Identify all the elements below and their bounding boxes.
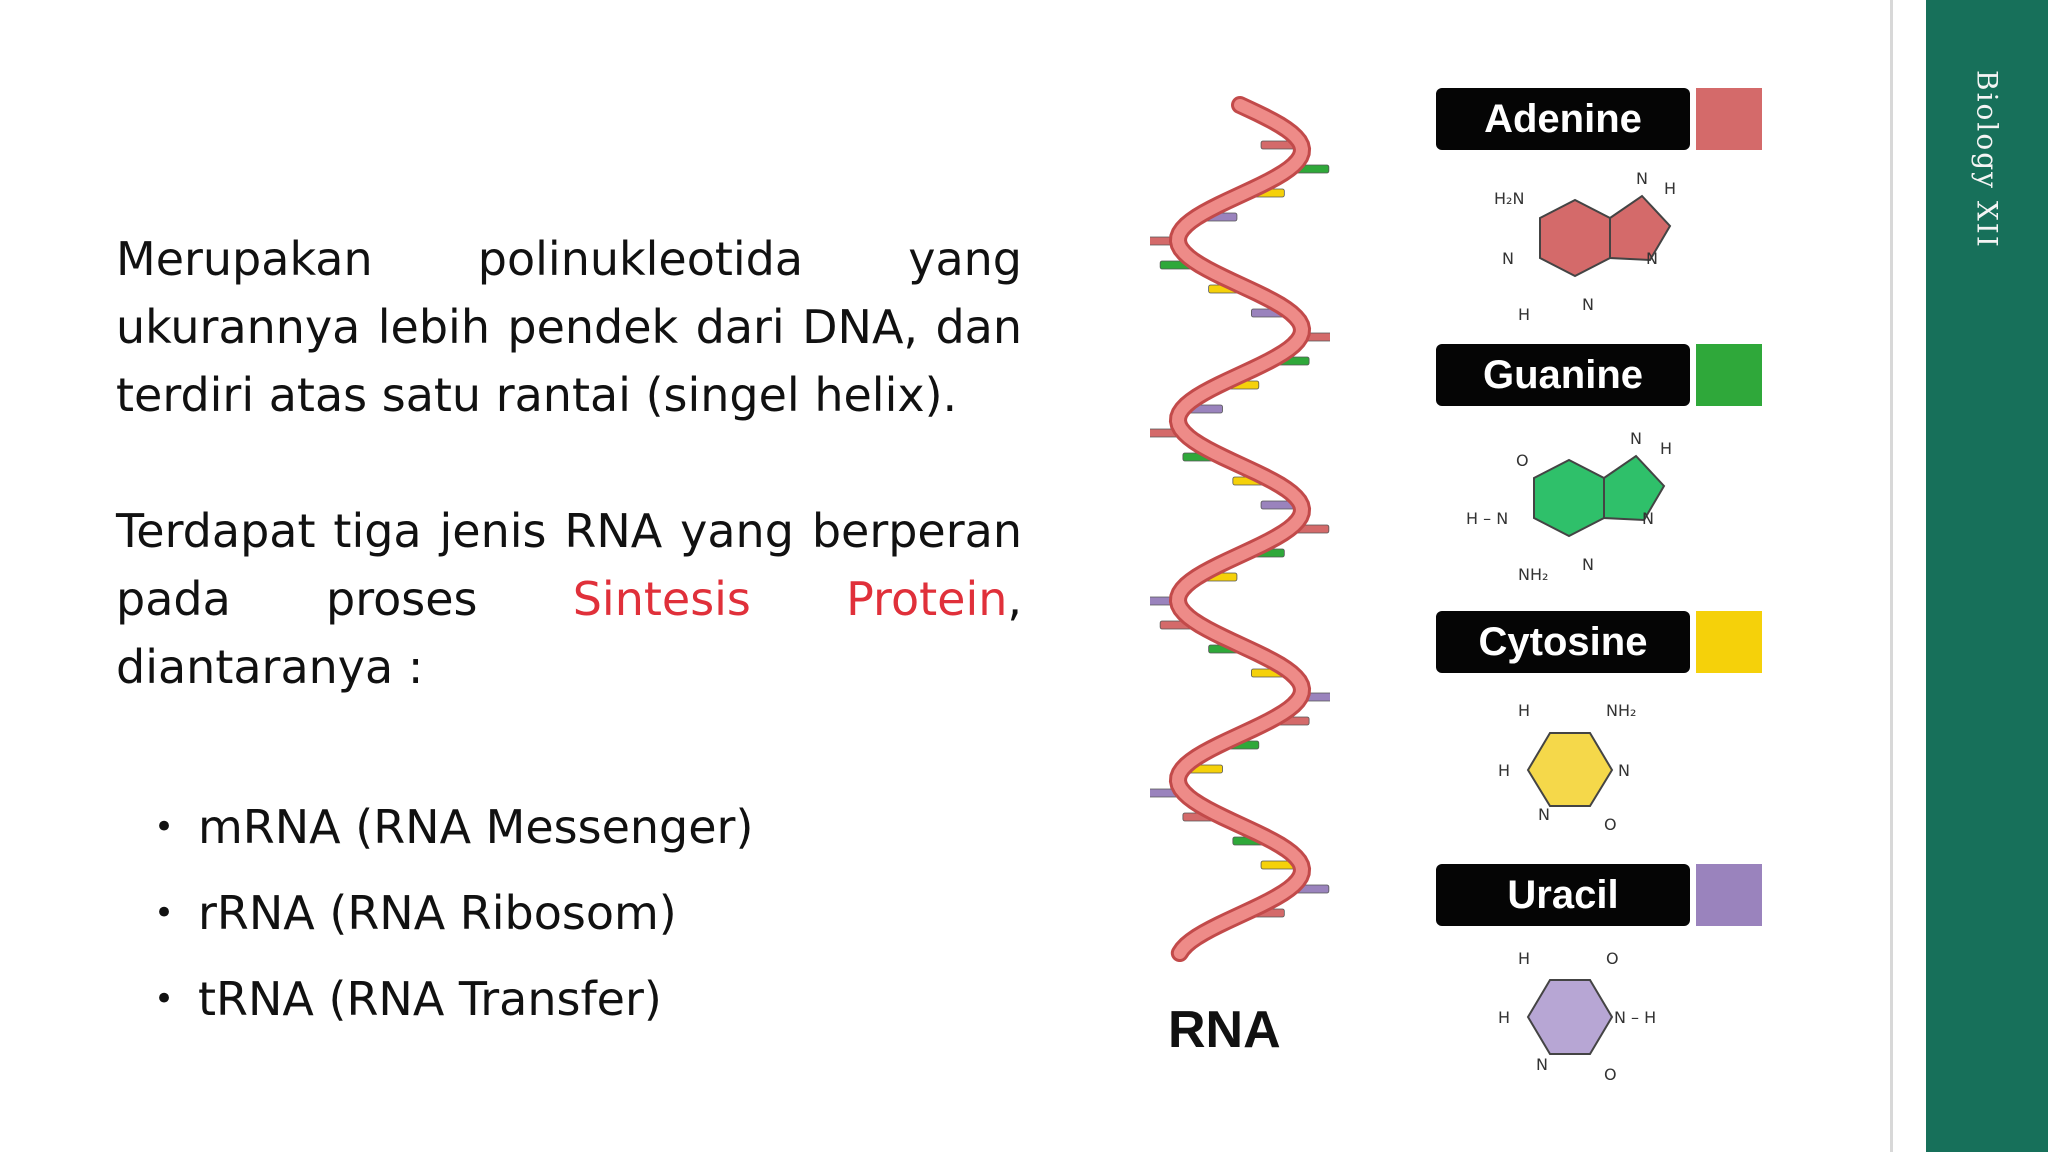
cytosine-atom-n-bottom: N <box>1538 805 1550 824</box>
uracil-atom-o-top: O <box>1606 950 1619 968</box>
adenine-atom-n-top: N <box>1636 169 1648 188</box>
uracil-ring <box>1526 979 1614 1055</box>
legend-cytosine-swatch <box>1696 611 1762 673</box>
list-item-label: mRNA (RNA Messenger) <box>198 800 754 854</box>
cytosine-atom-nh2: NH₂ <box>1606 701 1636 720</box>
legend-guanine-label: Guanine <box>1436 344 1690 406</box>
rna-type-list: • mRNA (RNA Messenger) • rRNA (RNA Ribosom… <box>154 784 753 1042</box>
list-item: • rRNA (RNA Ribosom) <box>154 870 753 956</box>
guanine-ring <box>1533 458 1605 538</box>
guanine-atom-n-bottom: N <box>1582 555 1594 574</box>
paragraph-types-start: Terdapat tiga jenis RNA yang berperan pa… <box>116 504 1022 626</box>
rna-strand <box>1171 99 1309 959</box>
paragraph-types-end: , diantaranya : <box>116 572 1022 694</box>
list-item-label: tRNA (RNA Transfer) <box>198 972 662 1026</box>
guanine-atom-hn: H – N <box>1466 509 1508 528</box>
cytosine-atom-h-left: H <box>1498 761 1510 780</box>
paragraph-types: Terdapat tiga jenis RNA yang berperan pa… <box>116 497 1022 701</box>
cytosine-atom-h-top: H <box>1518 701 1530 720</box>
guanine-atom-n-right: N <box>1642 509 1654 528</box>
guanine-ring-5 <box>1603 454 1666 522</box>
cytosine-structure: H NH₂ H N N O <box>1498 701 1636 834</box>
guanine-structure: O N H H – N N NH₂ N <box>1466 429 1672 584</box>
adenine-atom-n-bottom: N <box>1582 295 1594 314</box>
adenine-atom-n-right: N <box>1646 249 1658 268</box>
uracil-atom-h-left: H <box>1498 1008 1510 1027</box>
bullet-icon: • <box>154 893 175 933</box>
legend-uracil-swatch <box>1696 864 1762 926</box>
guanine-atom-nh2: NH₂ <box>1518 565 1548 584</box>
cytosine-ring <box>1526 732 1614 807</box>
uracil-atom-h-top: H <box>1518 950 1530 968</box>
legend-adenine-swatch <box>1696 88 1762 150</box>
legend-guanine-swatch <box>1696 344 1762 406</box>
adenine-atom-h-bottom: H <box>1518 305 1530 324</box>
list-item: • mRNA (RNA Messenger) <box>154 784 753 870</box>
legend-adenine-label: Adenine <box>1436 88 1690 150</box>
intro-text: Merupakan polinukleotida yang ukurannya … <box>116 225 1022 701</box>
divider-line <box>1890 0 1893 1152</box>
adenine-ring <box>1539 198 1611 278</box>
adenine-ring-5 <box>1609 194 1672 262</box>
uracil-structure: H O H N – H N O <box>1498 950 1656 1084</box>
list-item: • tRNA (RNA Transfer) <box>154 956 753 1042</box>
rna-title: RNA <box>1168 1001 1281 1059</box>
cytosine-atom-n-right: N <box>1618 761 1630 780</box>
adenine-atom-n-left: N <box>1502 249 1514 268</box>
paragraph-definition: Merupakan polinukleotida yang ukurannya … <box>116 232 1022 422</box>
guanine-atom-n-top: N <box>1630 429 1642 448</box>
side-band: Biology XII <box>1926 0 2048 1152</box>
uracil-atom-nh: N – H <box>1614 1008 1656 1027</box>
guanine-atom-h-right: H <box>1660 439 1672 458</box>
bullet-icon: • <box>154 979 175 1019</box>
subject-label: Biology XII <box>1970 70 2004 249</box>
list-item-label: rRNA (RNA Ribosom) <box>198 886 677 940</box>
uracil-atom-o-bottom: O <box>1604 1065 1617 1084</box>
legend-cytosine-label: Cytosine <box>1436 611 1690 673</box>
uracil-atom-n-bottom: N <box>1536 1055 1548 1074</box>
legend-uracil-label: Uracil <box>1436 864 1690 926</box>
adenine-atom-h2n: H₂N <box>1494 189 1524 208</box>
highlight-sintesis-protein: Sintesis Protein <box>572 572 1008 626</box>
rna-helix-illustration <box>1150 96 1330 962</box>
guanine-atom-o: O <box>1516 451 1529 470</box>
adenine-structure: H₂N N H N N H N <box>1494 169 1676 324</box>
cytosine-atom-o: O <box>1604 815 1617 834</box>
bullet-icon: • <box>154 807 175 847</box>
adenine-atom-h-right: H <box>1664 179 1676 198</box>
